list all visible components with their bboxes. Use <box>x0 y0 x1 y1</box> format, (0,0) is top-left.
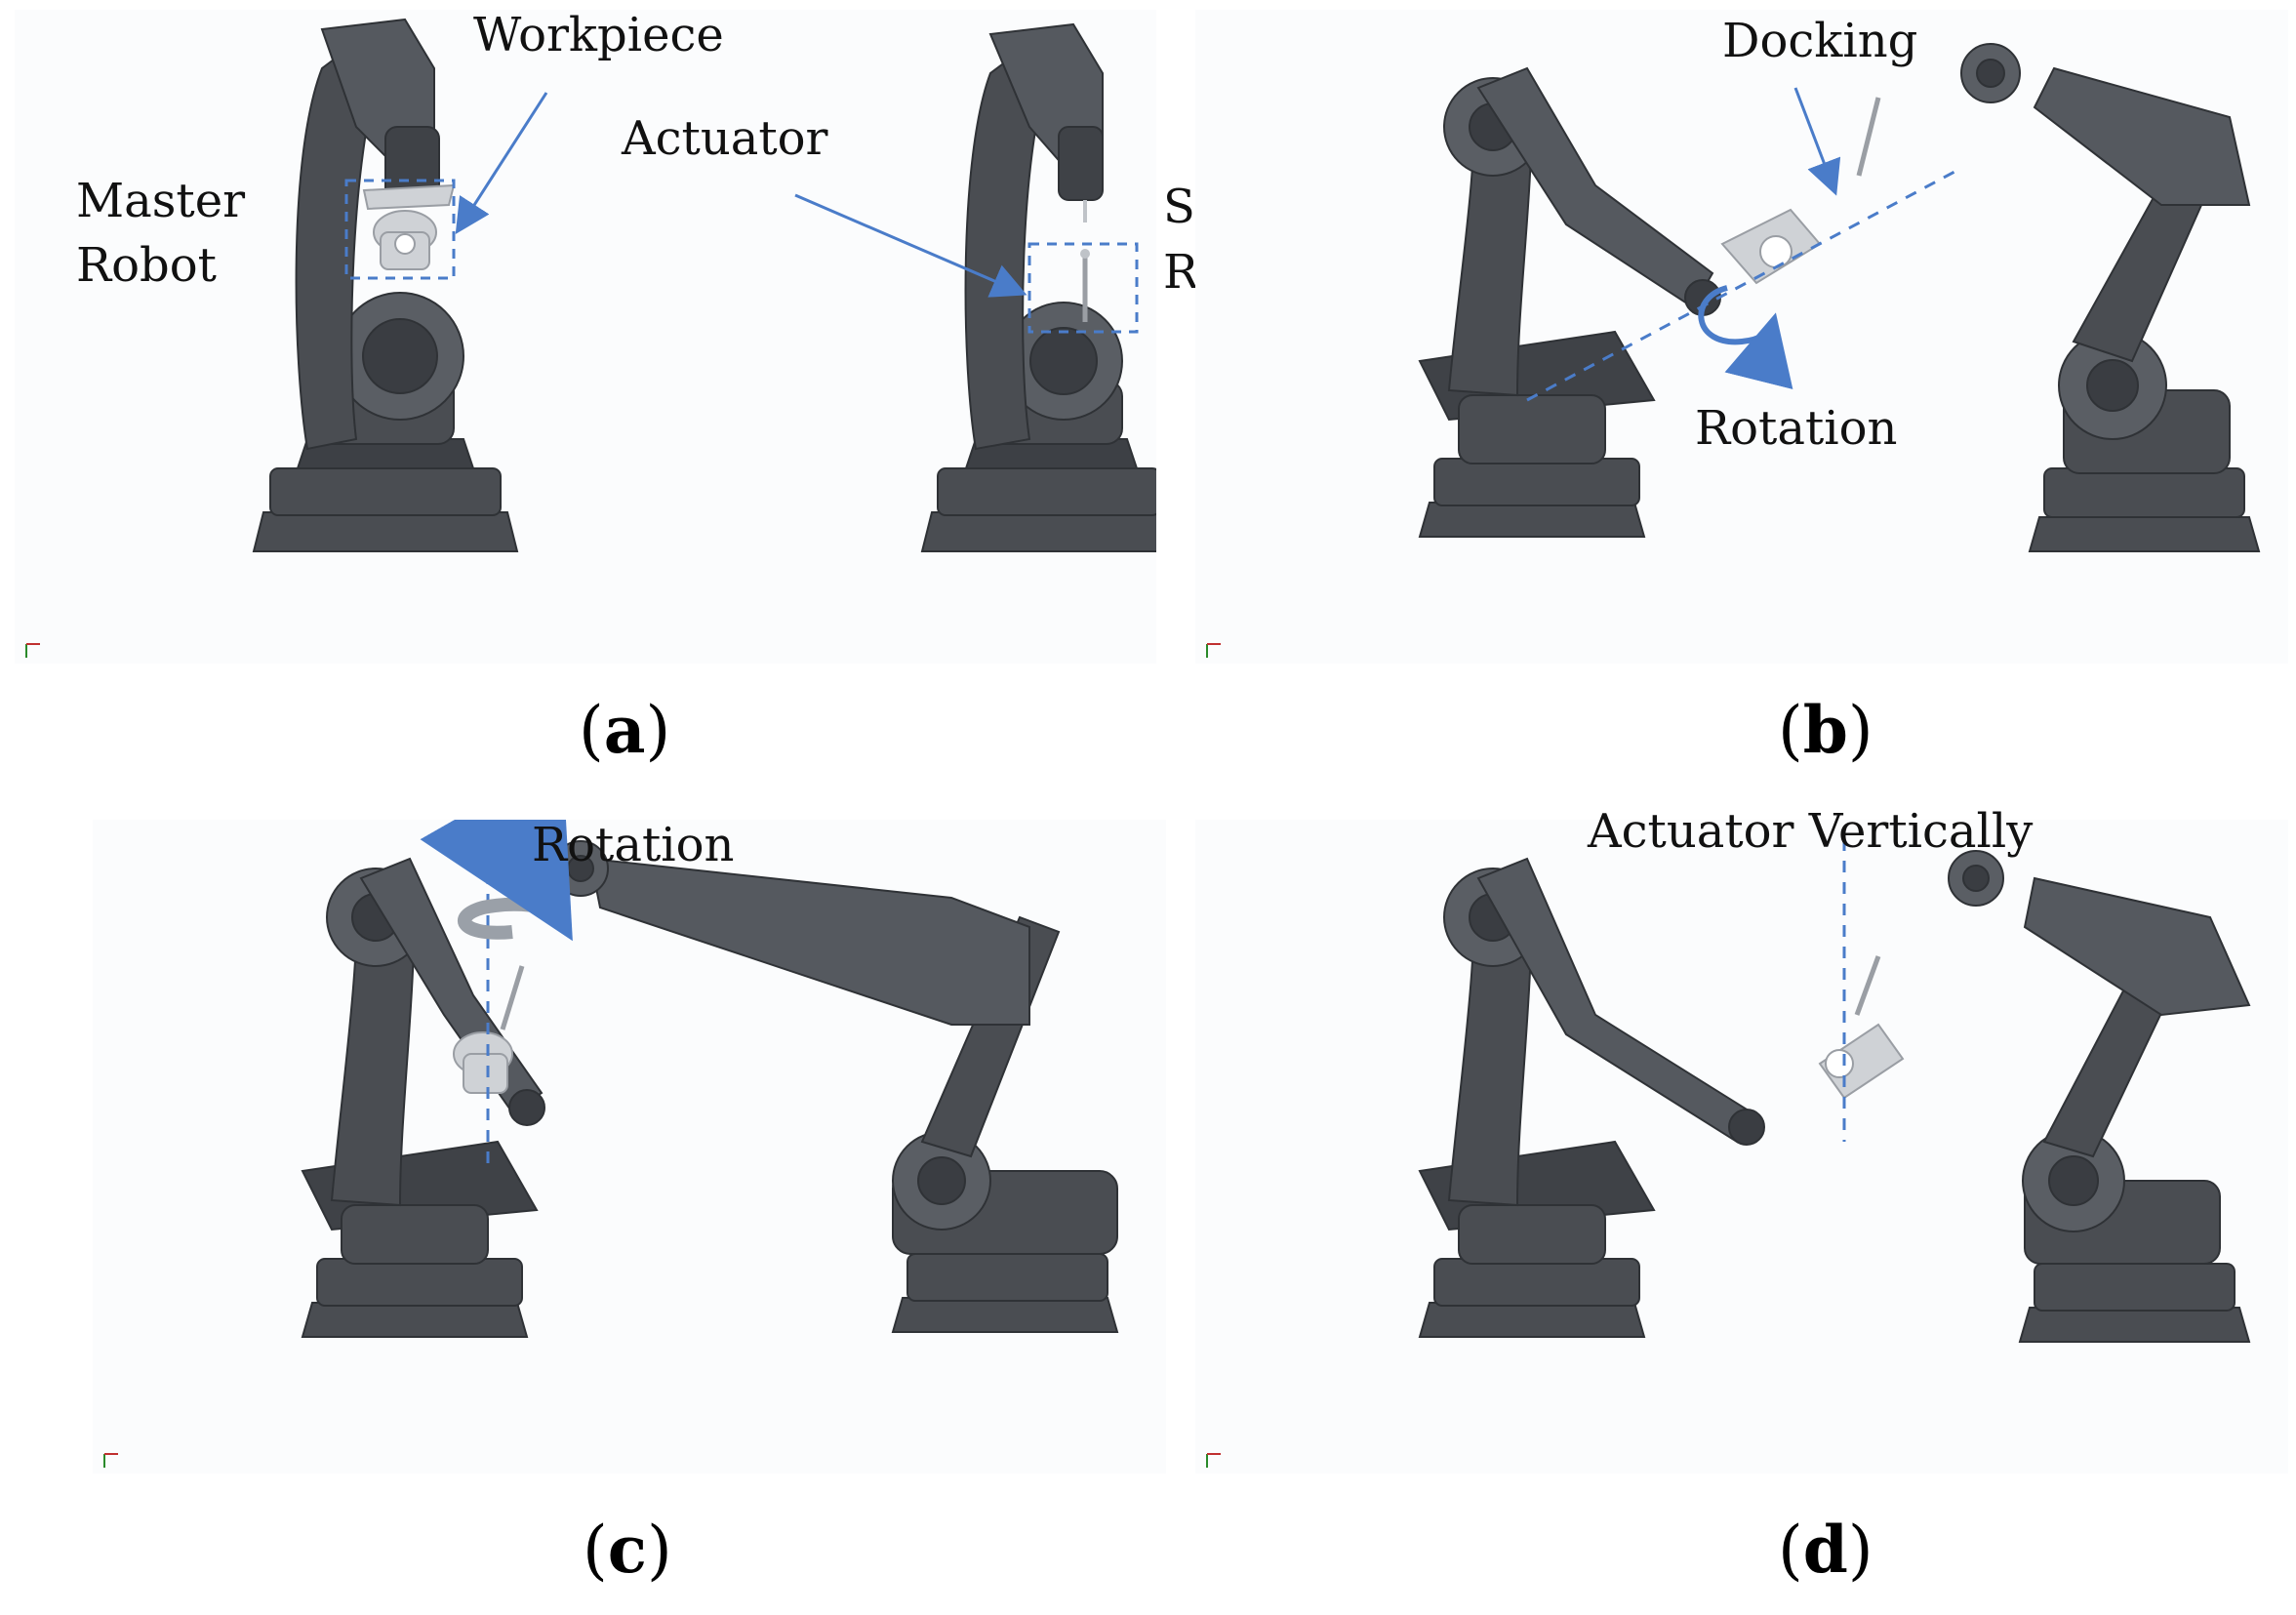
slave-robot <box>920 22 1156 552</box>
panel-d: Actuator Vertically <box>1195 808 2288 1474</box>
rotation-arrow <box>420 820 573 942</box>
axis-indicator <box>103 1453 118 1468</box>
label-actuator-vertically: Actuator Vertically <box>1588 804 2034 859</box>
axis-indicator <box>25 643 40 658</box>
workpiece-part <box>1818 955 1905 1100</box>
actuator-tool <box>1080 200 1090 322</box>
caption-d: (d) <box>1778 1512 1873 1588</box>
caption-a: (a) <box>579 692 671 768</box>
panel-d-scene <box>1206 839 2251 1468</box>
workpiece-box <box>344 179 456 280</box>
workpiece-arrow <box>455 92 548 235</box>
docking-arrow <box>1793 87 1841 196</box>
rotation-axis <box>1526 169 1957 402</box>
workpiece-part <box>362 183 456 270</box>
rotation-arrow <box>1698 285 1793 389</box>
panel-b: Docking Rotation <box>1195 10 2288 664</box>
slave-robot <box>552 840 1119 1333</box>
panel-b-scene <box>1206 43 2261 658</box>
slave-robot <box>1960 43 2261 552</box>
actuator-arrow <box>794 193 1027 298</box>
workpiece-part <box>453 965 525 1094</box>
panel-a: Workpiece Actuator Master Robot Slave Ro… <box>15 8 1304 664</box>
axis-indicator <box>1206 643 1221 658</box>
caption-b: (b) <box>1778 692 1873 768</box>
panel-c-scene <box>103 820 1119 1468</box>
master-robot <box>1418 66 1721 538</box>
label-master-line2: Robot <box>76 238 217 293</box>
master-robot <box>1418 857 1765 1338</box>
slave-robot <box>1948 850 2251 1343</box>
label-actuator: Actuator <box>622 111 828 166</box>
label-workpiece: Workpiece <box>473 8 724 62</box>
label-rotation: Rotation <box>532 818 735 872</box>
master-robot <box>252 18 519 552</box>
axis-indicator <box>1206 1453 1221 1468</box>
panel-a-scene <box>25 18 1156 658</box>
label-docking: Docking <box>1722 14 1918 68</box>
label-rotation: Rotation <box>1695 401 1898 456</box>
caption-c: (c) <box>583 1512 672 1588</box>
label-master-line1: Master <box>76 174 246 228</box>
actuator-box <box>1027 242 1139 334</box>
panel-c: Rotation <box>93 820 1166 1474</box>
